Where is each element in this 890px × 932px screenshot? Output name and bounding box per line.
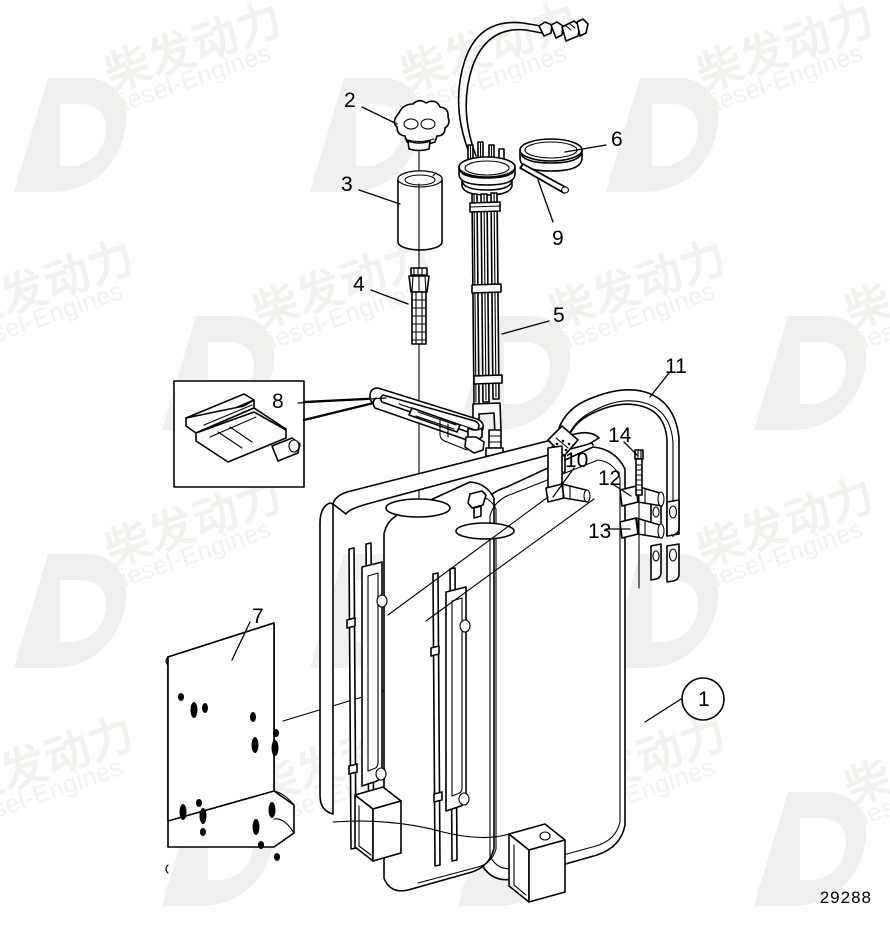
callout-number-2: 2 [344, 89, 356, 112]
part-sender-unit [458, 141, 516, 457]
leader-line-2 [361, 106, 398, 125]
callout-number-14: 14 [608, 424, 632, 447]
leader-line-4 [370, 289, 409, 305]
part-filler-cap [393, 99, 450, 173]
part-float-sleeve [397, 170, 443, 269]
leader-line-1 [644, 698, 682, 723]
part-fitting-connector [408, 267, 430, 501]
cable-connector [538, 18, 589, 42]
drawing-number: 29288 [819, 888, 872, 907]
part-sealing-ring [519, 138, 583, 172]
callout-number-10: 10 [565, 449, 589, 472]
leader-line-3 [358, 189, 401, 205]
tank-top-fitting [467, 490, 487, 519]
leader-line-7 [231, 621, 251, 661]
part-pin-rod [519, 163, 570, 194]
callout-number-3: 3 [341, 173, 353, 196]
part-fuel-tank [319, 431, 626, 903]
leader-line-12 [613, 484, 632, 497]
callout-number-12: 12 [598, 467, 622, 490]
leader-line-8 [297, 397, 387, 404]
callout-number-6: 6 [611, 128, 623, 151]
leader-line-6 [564, 144, 607, 153]
leader-line-10 [552, 467, 575, 498]
leader-line-5 [501, 320, 550, 335]
leader-line-14 [623, 441, 638, 456]
callout-ring-1 [681, 677, 725, 721]
callout-number-1: 1 [698, 688, 710, 711]
callout-number-4: 4 [353, 273, 365, 296]
leader-line-11 [649, 372, 670, 398]
callout-number-11: 11 [665, 355, 687, 378]
part-hex-bolt [634, 449, 644, 589]
part-sender-cable [457, 18, 589, 157]
callout-number-9: 9 [552, 227, 564, 250]
callout-number-8: 8 [272, 390, 284, 413]
leader-line-9 [537, 179, 554, 223]
callout-number-13: 13 [588, 520, 612, 543]
part-spacer-bushing-13 [619, 517, 665, 539]
callout-number-7: 7 [252, 605, 264, 628]
callout-number-5: 5 [553, 304, 565, 327]
part-tank-neck-clamp [369, 387, 485, 454]
